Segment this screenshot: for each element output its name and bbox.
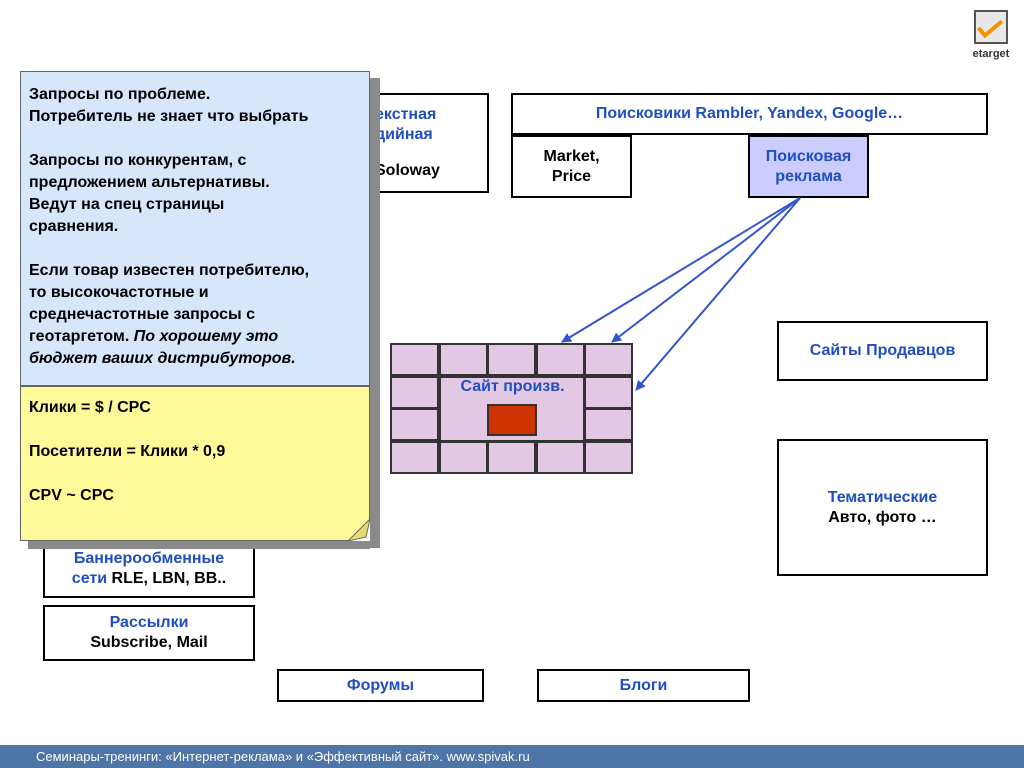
etarget-logo: etarget xyxy=(966,10,1016,64)
box-search-engines: Поисковики Rambler, Yandex, Google… xyxy=(511,93,988,135)
note-italic: бюджет ваших дистрибуторов. xyxy=(29,350,296,367)
search-engines-label: Поисковики Rambler, Yandex, Google… xyxy=(595,105,904,122)
banner-line1: Баннерообменные xyxy=(73,550,225,567)
mailing-line1: Рассылки xyxy=(109,614,189,631)
blogs-label: Блоги xyxy=(619,676,668,694)
site-grid-cell xyxy=(390,375,439,409)
seller-sites-label: Сайты Продавцов xyxy=(809,342,956,359)
context-ads-line1: екстная xyxy=(375,106,437,123)
thematic-line1: Тематические xyxy=(827,488,938,506)
page-curl-icon xyxy=(348,519,370,541)
note-shadow-bottom xyxy=(28,541,370,549)
site-grid-highlight xyxy=(487,404,537,436)
banner-line2b: RLE, LBN, BB.. xyxy=(111,570,227,587)
context-ads-line3: Soloway xyxy=(375,162,440,179)
site-grid-cell xyxy=(438,440,488,474)
note-line: Потребитель не знает что выбрать xyxy=(29,108,309,125)
thematic-line2: Авто, фото … xyxy=(828,508,937,526)
search-ads-line2: реклама xyxy=(775,167,842,185)
site-grid-cell xyxy=(390,440,439,474)
market-line2: Price xyxy=(551,167,592,185)
note-line: среднечастотные запросы с xyxy=(29,306,256,323)
box-forums: Форумы xyxy=(277,669,484,702)
footer-text: Семинары-тренинги: «Интернет-реклама» и … xyxy=(36,749,530,764)
box-search-ads: Поисковая реклама xyxy=(748,135,869,198)
arrow-to-site-2 xyxy=(611,197,801,343)
search-ads-line1: Поисковая xyxy=(765,147,852,165)
note-line: то высокочастотные и xyxy=(29,284,209,301)
site-grid-label: Сайт произв. xyxy=(460,378,565,395)
note-formulas: Клики = $ / CPC Посетители = Клики * 0,9… xyxy=(20,386,370,541)
market-line1: Market, xyxy=(543,147,600,165)
note-line: Запросы по конкурентам, с xyxy=(29,152,247,169)
box-thematic: Тематические Авто, фото … xyxy=(777,439,988,576)
site-grid xyxy=(390,343,634,474)
site-grid-cell xyxy=(390,408,439,441)
arrow-to-site-3 xyxy=(635,197,801,391)
note-line: Ведут на спец страницы xyxy=(29,196,225,213)
note-line: геотаргетом. xyxy=(29,328,130,345)
box-mailing: Рассылки Subscribe, Mail xyxy=(43,605,255,661)
box-banner-networks: Баннерообменные сети RLE, LBN, BB.. xyxy=(43,540,255,598)
footer-bar: Семинары-тренинги: «Интернет-реклама» и … xyxy=(0,745,1024,768)
note-line: предложением альтернативы. xyxy=(29,174,270,191)
note-line: Запросы по проблеме. xyxy=(29,86,211,103)
site-grid-cell xyxy=(487,343,537,376)
site-grid-cell xyxy=(584,375,634,409)
formula-cpv: CPV ~ CPC xyxy=(29,487,114,504)
etarget-logo-icon xyxy=(974,10,1008,44)
note-shadow-right xyxy=(370,78,380,548)
note-line: Если товар известен потребителю, xyxy=(29,262,310,279)
site-grid-cell xyxy=(535,440,585,474)
note-italic: По хорошему это xyxy=(133,328,279,345)
site-grid-cell xyxy=(438,343,488,376)
formula-visitors: Посетители = Клики * 0,9 xyxy=(29,443,226,460)
site-grid-cell xyxy=(584,408,634,441)
banner-line2a: сети xyxy=(71,570,108,587)
mailing-line2: Subscribe, Mail xyxy=(90,634,208,651)
box-blogs: Блоги xyxy=(537,669,750,702)
site-grid-cell xyxy=(584,343,634,376)
logo-text: etarget xyxy=(972,48,1010,60)
context-ads-line2: дийная xyxy=(375,126,433,143)
box-market: Market, Price xyxy=(511,135,632,198)
site-grid-cell xyxy=(535,343,585,376)
note-search-queries: Запросы по проблеме. Потребитель не знае… xyxy=(20,71,370,386)
site-grid-cell xyxy=(487,440,537,474)
arrow-to-site-1 xyxy=(561,197,801,343)
site-grid-cell xyxy=(390,343,439,376)
note-line: сравнения. xyxy=(29,218,119,235)
site-grid-cell xyxy=(584,440,634,474)
formula-clicks: Клики = $ / CPC xyxy=(29,399,151,416)
box-seller-sites: Сайты Продавцов xyxy=(777,321,988,381)
forums-label: Форумы xyxy=(346,676,415,694)
